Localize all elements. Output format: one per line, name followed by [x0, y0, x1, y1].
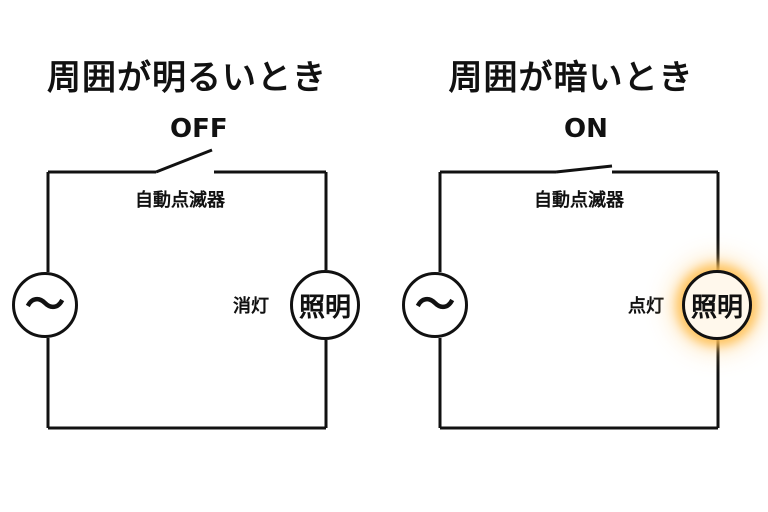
- lamp-symbol: 照明: [290, 270, 360, 340]
- auto-switch-label: 自動点滅器: [135, 190, 225, 211]
- circuit-panel-dark: 周囲が暗いとき ON 自動点滅器 〜 点灯 照明: [384, 0, 768, 512]
- ac-source-symbol: 〜: [402, 272, 468, 338]
- switch-lever-closed: [555, 164, 613, 174]
- lamp-state-label: 点灯: [628, 296, 664, 317]
- switch-lever-open: [155, 148, 213, 174]
- ac-source-symbol: 〜: [12, 272, 78, 338]
- circuit-wiring: [438, 164, 720, 430]
- panel-title: 周囲が暗いとき: [448, 58, 694, 98]
- lamp-state-label: 消灯: [233, 296, 269, 317]
- auto-switch-label: 自動点滅器: [534, 190, 624, 211]
- circuit-panel-bright: 周囲が明るいとき OFF 自動点滅器 〜 消灯 照明: [12, 58, 360, 430]
- panel-title: 周囲が明るいとき: [47, 58, 327, 98]
- lamp-symbol-lit: 照明: [682, 270, 752, 340]
- switch-state-label: ON: [564, 114, 608, 144]
- circuit-wiring: [46, 148, 328, 430]
- switch-state-label: OFF: [170, 114, 228, 144]
